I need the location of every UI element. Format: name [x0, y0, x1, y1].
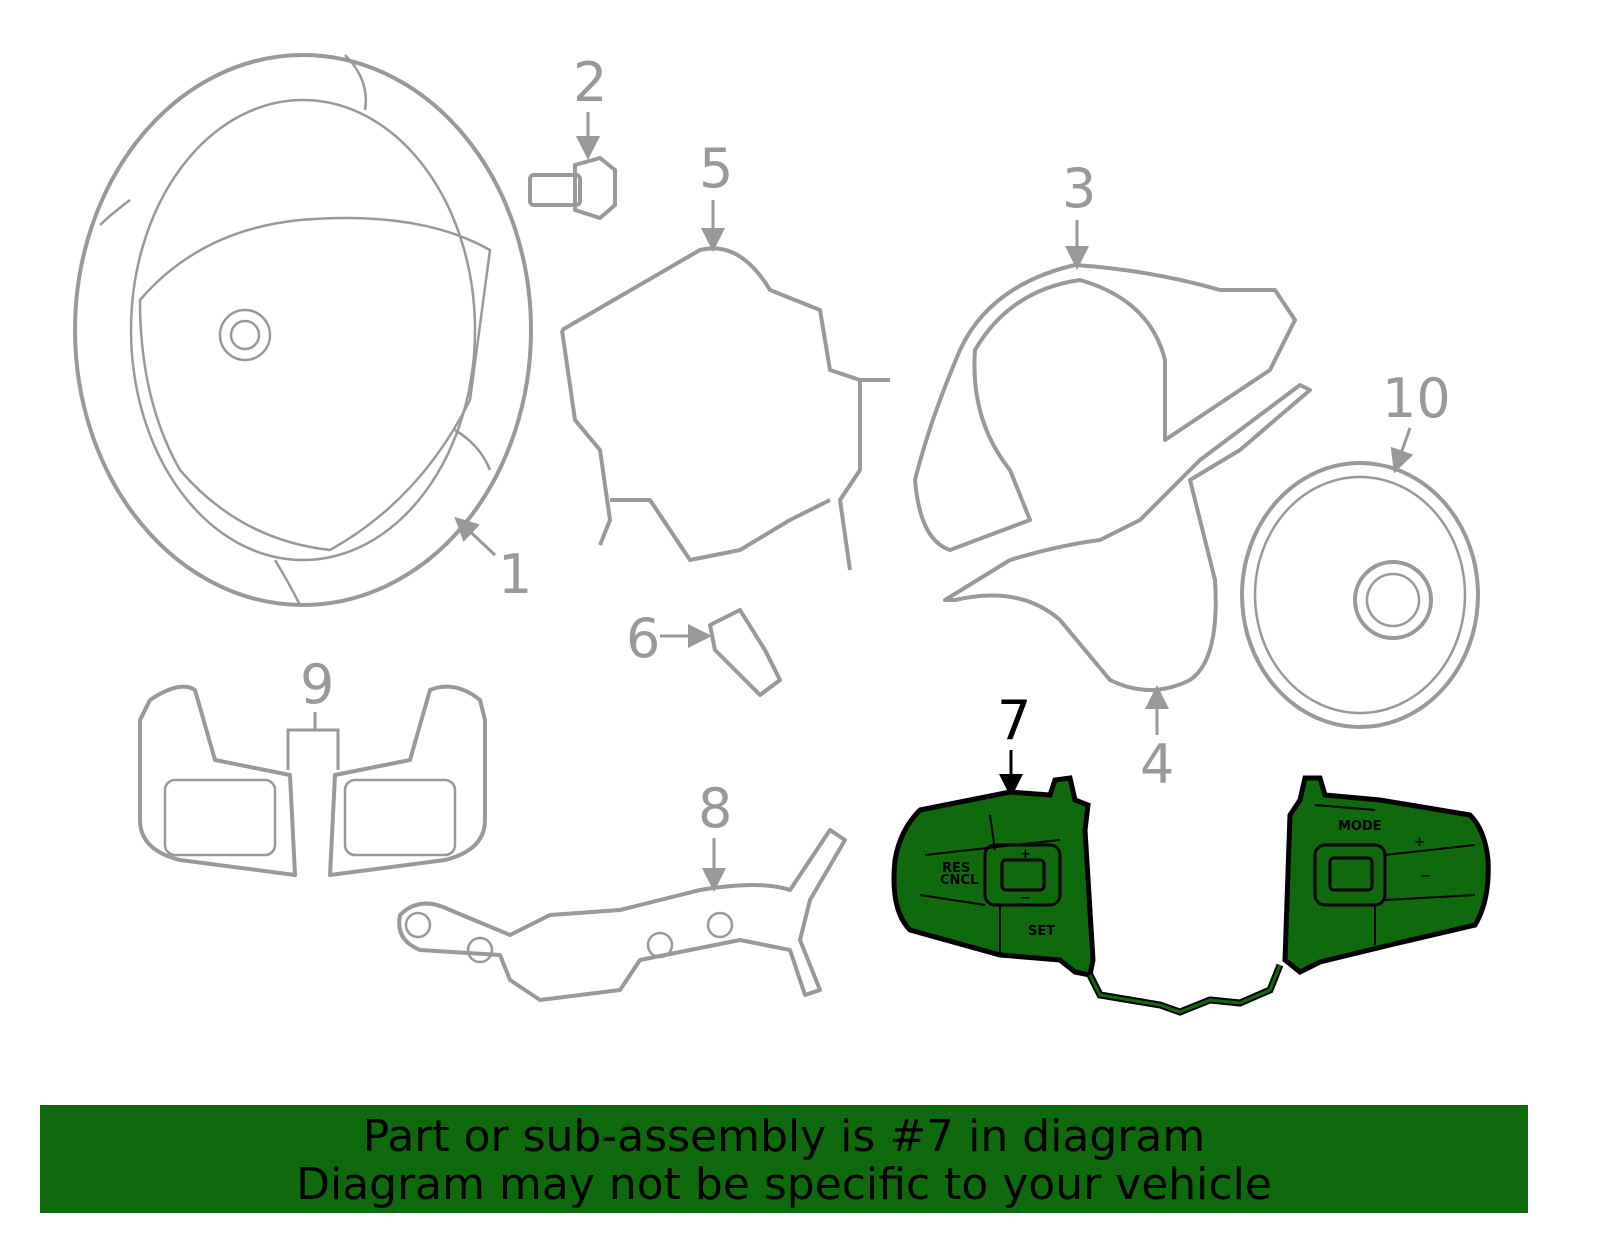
callout-5: 5 — [699, 137, 734, 200]
minus-label: − — [1020, 891, 1031, 906]
banner-line-2: Diagram may not be specific to your vehi… — [296, 1159, 1272, 1210]
plus-label: + — [1020, 847, 1031, 862]
callout-2: 2 — [573, 51, 608, 114]
cncl-label: CNCL — [940, 873, 978, 888]
part-1-steering-wheel[interactable] — [73, 53, 533, 607]
part-5-wiring-harness[interactable] — [560, 200, 890, 571]
plus-label-right: + — [1414, 835, 1425, 850]
minus-label-right: − — [1420, 869, 1431, 884]
callout-9: 9 — [300, 653, 335, 716]
part-2-bolt[interactable] — [528, 112, 617, 220]
part-4-lower-trim[interactable] — [943, 383, 1312, 735]
callout-7: 7 — [997, 689, 1032, 752]
part-6-connector[interactable] — [660, 608, 782, 697]
info-banner: Part or sub-assembly is #7 in diagram Di… — [40, 1105, 1528, 1213]
part-3-trim-cover[interactable] — [913, 220, 1297, 552]
callout-6: 6 — [626, 607, 661, 670]
set-label: SET — [1028, 924, 1055, 939]
part-9-paddle-switches[interactable] — [138, 684, 487, 877]
part-8-bracket[interactable] — [397, 828, 847, 1002]
part-7-multifunction-switch[interactable]: + − RES CNCL SET MODE + − — [891, 750, 1491, 1016]
callout-8: 8 — [698, 777, 733, 840]
callout-1: 1 — [498, 543, 533, 606]
callout-4: 4 — [1140, 733, 1175, 796]
callout-10: 10 — [1382, 367, 1451, 430]
banner-line-1: Part or sub-assembly is #7 in diagram — [362, 1111, 1206, 1162]
res-label: RES — [942, 861, 970, 876]
mode-label: MODE — [1338, 819, 1382, 834]
part-10-airbag[interactable] — [1240, 427, 1480, 729]
callout-3: 3 — [1062, 157, 1097, 220]
